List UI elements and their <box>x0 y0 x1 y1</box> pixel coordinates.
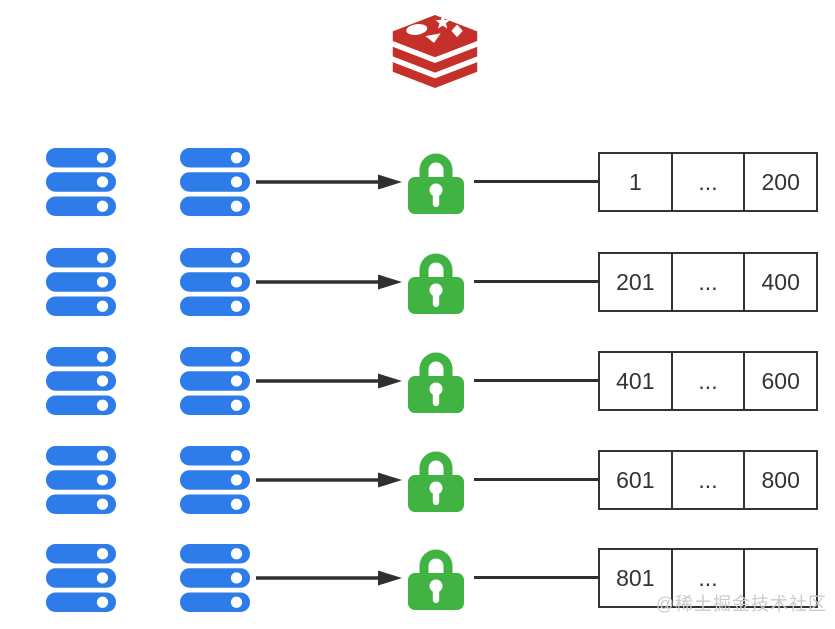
redis-logo <box>387 7 483 98</box>
key-range-table: 601 ... 800 <box>598 450 818 510</box>
range-dots-cell: ... <box>673 550 746 606</box>
key-range-table: 201 ... 400 <box>598 252 818 312</box>
range-dots-cell: ... <box>673 353 746 409</box>
range-end-cell: 400 <box>761 268 800 295</box>
range-dots-cell: ... <box>673 452 746 508</box>
range-start-cell: 601 <box>600 452 673 508</box>
key-range-table: 401 ... 600 <box>598 351 818 411</box>
server-stack-icon <box>46 248 116 316</box>
arrow-right-icon <box>256 470 402 490</box>
server-stack-icon <box>46 544 116 612</box>
range-end-cell: 600 <box>761 367 800 394</box>
server-stack-icon <box>46 446 116 514</box>
key-range-table: 1 ... 200 <box>598 152 818 212</box>
range-dots-cell: ... <box>673 254 746 310</box>
lock-icon <box>408 150 464 214</box>
watermark: @稀土掘金技术社区 <box>655 594 827 614</box>
shard-row: 401 ... 600 <box>0 347 835 415</box>
shard-row: 1 ... 200 <box>0 148 835 216</box>
range-start-cell: 801 <box>600 550 673 606</box>
lock-icon <box>408 250 464 314</box>
server-stack-icon <box>180 347 250 415</box>
lock-icon <box>408 546 464 610</box>
connector-line <box>474 379 598 382</box>
connector-line <box>474 280 598 283</box>
arrow-right-icon <box>256 272 402 292</box>
server-stack-icon <box>180 544 250 612</box>
server-stack-icon <box>46 148 116 216</box>
server-stack-icon <box>180 248 250 316</box>
server-stack-icon <box>46 347 116 415</box>
shard-row: 201 ... 400 <box>0 248 835 316</box>
arrow-right-icon <box>256 371 402 391</box>
shard-row: 601 ... 800 <box>0 446 835 514</box>
connector-line <box>474 478 598 481</box>
range-end-cell: 800 <box>761 466 800 493</box>
range-end-cell: 200 <box>761 168 800 195</box>
key-range-table: 801 ... <box>598 548 818 608</box>
connector-line <box>474 180 598 183</box>
server-stack-icon <box>180 148 250 216</box>
arrow-right-icon <box>256 172 402 192</box>
range-dots-cell: ... <box>673 154 746 210</box>
lock-icon <box>408 448 464 512</box>
arrow-right-icon <box>256 568 402 588</box>
range-start-cell: 201 <box>600 254 673 310</box>
lock-icon <box>408 349 464 413</box>
shard-row: 801 ... <box>0 544 835 612</box>
range-start-cell: 401 <box>600 353 673 409</box>
range-start-cell: 1 <box>600 154 673 210</box>
connector-line <box>474 576 598 579</box>
server-stack-icon <box>180 446 250 514</box>
